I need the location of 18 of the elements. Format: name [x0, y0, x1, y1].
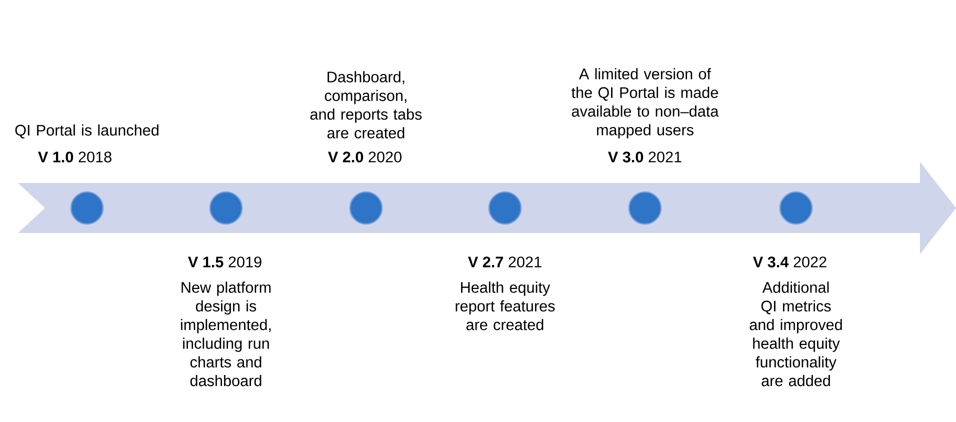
milestone-description: Dashboard, comparison, and reports tabs are created — [310, 71, 422, 138]
version-label: V 2.0 2020 — [328, 152, 402, 162]
version-label: V 3.4 2022 — [753, 256, 826, 268]
milestone-description: Health equity report features are created — [456, 282, 555, 330]
milestone-description: A limited version of the QI Portal is made available to non–data mapped users — [572, 68, 719, 138]
milestone-dot — [488, 191, 522, 225]
milestone-dot — [779, 191, 813, 225]
milestone-description: Additional QI metrics and improved health equity functionality are added — [750, 282, 842, 386]
milestone-description: New platform design is implemented, including run charts and dashboard — [181, 282, 271, 386]
version-label: V 2.7 2021 — [468, 256, 542, 268]
milestone-dot — [628, 191, 662, 225]
milestone-dot — [70, 191, 104, 225]
version-label: V 3.0 2021 — [608, 152, 682, 162]
milestone-dot — [209, 191, 243, 225]
version-label: V 1.0 2018 — [38, 152, 112, 162]
milestone-dot — [349, 191, 383, 225]
milestone-description: QI Portal is launched — [15, 124, 158, 138]
version-label: V 1.5 2019 — [188, 256, 262, 268]
